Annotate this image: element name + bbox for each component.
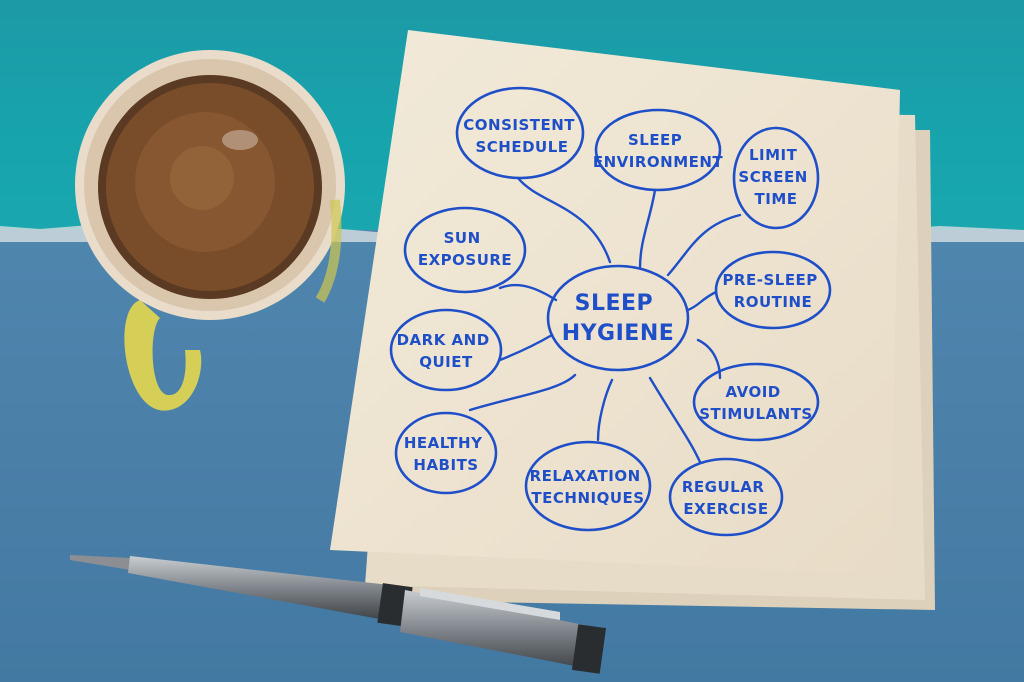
label-pre-sleep-routine: PRE-SLEEP ROUTINE (722, 271, 823, 311)
pen (70, 555, 607, 674)
label-limit-screen-time: LIMIT SCREEN TIME (738, 146, 813, 208)
link-relaxation-techniques (596, 378, 614, 442)
label-healthy-habits: HEALTHY HABITS (404, 434, 488, 474)
coffee-mug (75, 50, 345, 411)
link-sleep-environment (638, 188, 657, 270)
label-sleep-environment: SLEEP ENVIRONMENT (593, 131, 724, 171)
label-relaxation-techniques: RELAXATION TECHNIQUES (530, 467, 647, 507)
label-dark-and-quiet: DARK AND QUIET (397, 331, 496, 371)
label-consistent-schedule: CONSISTENT SCHEDULE (463, 116, 581, 156)
bubble-consistent-schedule (455, 86, 585, 180)
bubble-limit-screen-time (732, 126, 820, 230)
link-healthy-habits (468, 373, 577, 412)
bubble-healthy-habits (394, 411, 498, 495)
link-pre-sleep-routine (686, 290, 718, 312)
link-dark-and-quiet (498, 333, 554, 362)
bubble-relaxation-techniques (524, 440, 652, 532)
label-avoid-stimulants: AVOID STIMULANTS (699, 383, 812, 423)
link-consistent-schedule (516, 176, 612, 264)
link-avoid-stimulants (696, 338, 722, 380)
bubble-sun-exposure (403, 206, 527, 294)
label-regular-exercise: REGULAR EXERCISE (682, 478, 770, 518)
link-regular-exercise (648, 376, 702, 464)
bubble-pre-sleep-routine (714, 250, 832, 330)
mug-handle (124, 300, 202, 411)
bubble-sleep-environment (594, 108, 722, 192)
bubble-regular-exercise (668, 457, 784, 537)
link-limit-screen-time (666, 213, 742, 277)
bubble-dark-and-quiet (389, 308, 503, 392)
bubble-avoid-stimulants (692, 362, 820, 442)
label-sun-exposure: SUN EXPOSURE (418, 229, 512, 269)
link-sun-exposure (498, 283, 558, 302)
bubble-sleep-hygiene (546, 264, 690, 372)
label-sleep-hygiene: SLEEP HYGIENE (562, 291, 675, 346)
